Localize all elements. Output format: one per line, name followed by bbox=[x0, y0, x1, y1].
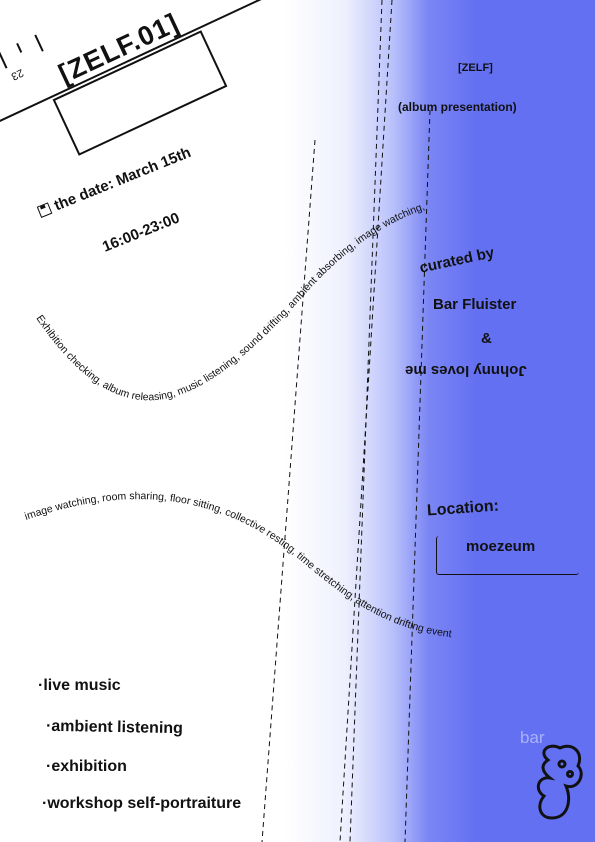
dashed-guide-line bbox=[404, 109, 431, 842]
curved-activities-text-2-path: image watching, room sharing, floor sitt… bbox=[23, 490, 452, 640]
dashed-guide-line bbox=[261, 139, 316, 842]
program-item: ·live music bbox=[38, 677, 121, 694]
program-item: ·workshop self-portraiture bbox=[42, 795, 242, 812]
curator-ampersand: & bbox=[481, 330, 492, 347]
curator-name-1: Bar Fluister bbox=[433, 296, 517, 313]
program-item: ·ambient listening bbox=[45, 717, 184, 738]
bar-fluister-logo-icon bbox=[536, 744, 583, 820]
dashed-guide-line bbox=[339, 0, 393, 842]
ruler-tick bbox=[34, 34, 44, 52]
album-presentation-tag: (album presentation) bbox=[398, 100, 517, 114]
curved-activities-text-2: image watching, room sharing, floor sitt… bbox=[23, 490, 452, 640]
curator-name-2: Johnny loves me bbox=[405, 362, 527, 379]
ruler-tick bbox=[0, 51, 8, 69]
ruler-number: 23 bbox=[9, 66, 26, 83]
venue-frame bbox=[436, 536, 579, 575]
dashed-guide-line bbox=[349, 0, 383, 842]
program-item: ·exhibition bbox=[46, 758, 127, 775]
zelf-tag: [ZELF] bbox=[458, 62, 493, 74]
brand-name: bar bbox=[520, 728, 545, 747]
venue-name: moezeum bbox=[466, 538, 536, 555]
ruler-tick bbox=[16, 43, 22, 53]
